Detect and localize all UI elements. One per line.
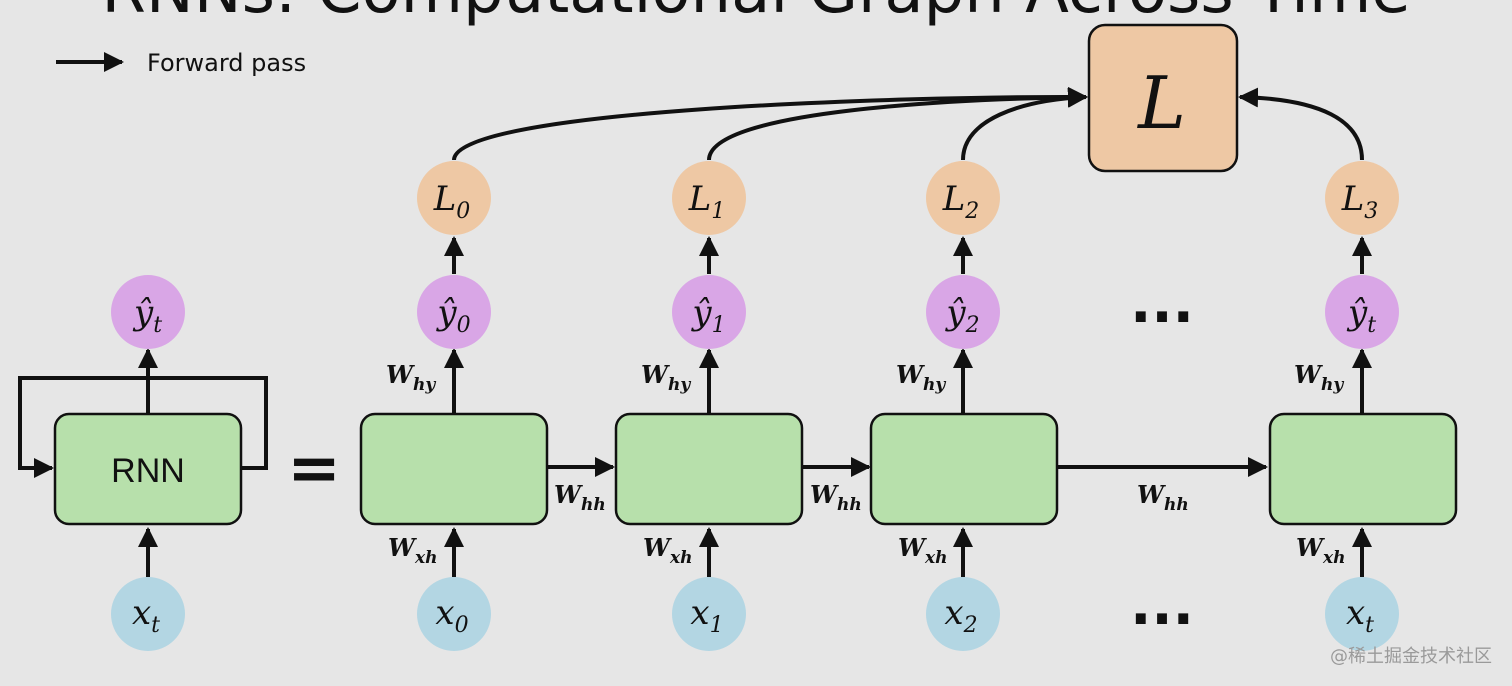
ellipsis-input: ... (1130, 573, 1194, 638)
whh-label-1: Whh (810, 480, 862, 515)
rolled-rnn: RNN ŷt xt (18, 275, 268, 651)
total-loss-label: L (1136, 61, 1186, 145)
output-label-2: ŷ2 (944, 293, 979, 338)
output-label-0: ŷ0 (435, 293, 470, 338)
why-label-1: Why (641, 360, 691, 395)
input-label-1: x1 (690, 593, 723, 638)
input-label-0: x0 (435, 593, 468, 638)
input-node-3 (1325, 577, 1399, 651)
wxh-label-1: Wxh (643, 533, 692, 568)
output-label-3: ŷt (1346, 293, 1376, 338)
output-node-0 (417, 275, 491, 349)
rnn-cell-2 (869, 412, 1059, 526)
wxh-label-3: Wxh (1296, 533, 1345, 568)
loss-node-0 (417, 161, 491, 235)
time-step-2: L2 ŷ2 x2 Why Wxh (869, 161, 1059, 651)
loss-node-2 (926, 161, 1000, 235)
output-node-3 (1325, 275, 1399, 349)
rnn-output-node (111, 275, 185, 349)
total-loss: L (1087, 23, 1239, 173)
whh-label-2: Whh (1137, 480, 1189, 515)
why-label-3: Why (1294, 360, 1344, 395)
input-label-2: x2 (944, 593, 977, 638)
input-node-0 (417, 577, 491, 651)
rnn-output-label: ŷt (132, 293, 162, 338)
recurrence-loop-arrow (18, 376, 268, 478)
rnn-cell-0 (359, 412, 549, 526)
input-label-3: xt (1346, 593, 1374, 638)
diagram-title: RNNs: Computational Graph Across Time (101, 0, 1410, 28)
loss-curve-3 (1238, 87, 1364, 161)
legend-label: Forward pass (147, 49, 306, 77)
time-step-t: L3 ŷt xt Why Wxh (1268, 161, 1458, 651)
loss-curve-2 (961, 87, 1088, 161)
rnn-input-node (111, 577, 185, 651)
watermark: @稀土掘金技术社区 (1330, 646, 1492, 667)
output-node-1 (672, 275, 746, 349)
whh-label-0: Whh (554, 480, 606, 515)
loss-curve-1 (707, 87, 1088, 161)
rnn-input-label: xt (132, 593, 160, 638)
output-node-2 (926, 275, 1000, 349)
total-loss-box (1087, 23, 1239, 173)
loss-label-2: L2 (942, 179, 980, 224)
input-node-2 (926, 577, 1000, 651)
loss-node-3 (1325, 161, 1399, 235)
rnn-cell-box (53, 412, 243, 526)
time-step-1: L1 ŷ1 x1 Why Wxh (614, 161, 804, 651)
why-label-2: Why (896, 360, 946, 395)
equals-sign: = (287, 432, 341, 506)
time-step-0: L0 ŷ0 x0 Why Wxh (359, 161, 549, 651)
wxh-label-0: Wxh (388, 533, 437, 568)
output-label-1: ŷ1 (690, 293, 725, 338)
loss-label-1: L1 (688, 179, 726, 224)
rnn-cell-1 (614, 412, 804, 526)
why-label-0: Why (386, 360, 436, 395)
rnn-cell-label: RNN (111, 452, 185, 490)
loss-label-0: L0 (433, 179, 471, 224)
wxh-label-2: Wxh (898, 533, 947, 568)
legend: Forward pass (56, 49, 306, 77)
input-node-1 (672, 577, 746, 651)
loss-label-3: L3 (1341, 179, 1379, 224)
ellipsis-output: ... (1130, 271, 1194, 336)
loss-node-1 (672, 161, 746, 235)
loss-curve-0 (452, 86, 1088, 161)
rnn-cell-3 (1268, 412, 1458, 526)
